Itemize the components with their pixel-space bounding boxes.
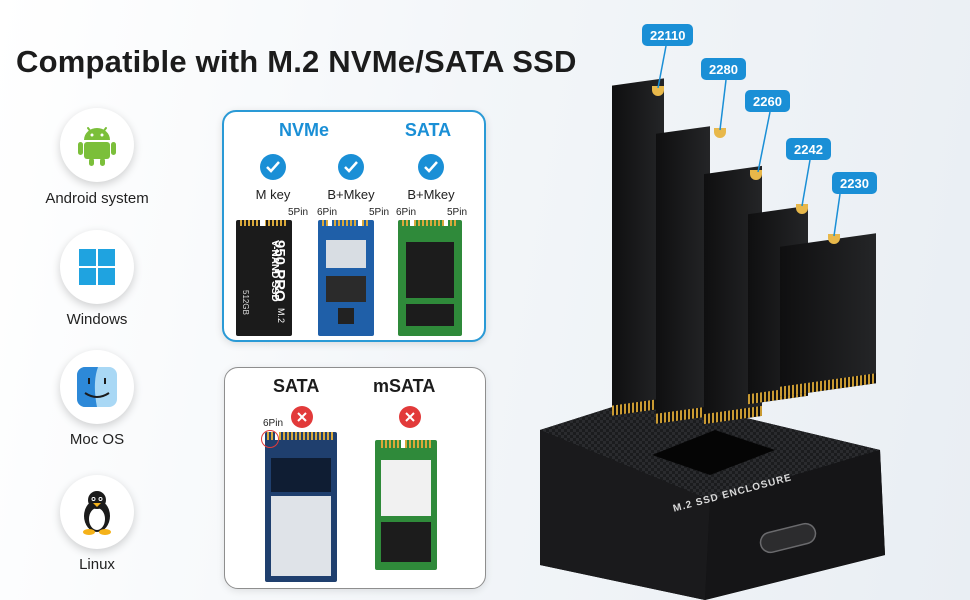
size-badge-2230: 2230 [832, 172, 877, 194]
cross-icon [291, 406, 313, 428]
ssd-model-text: 950 PRO [271, 240, 288, 302]
notch-2260 [750, 170, 762, 180]
size-badge-22110: 22110 [642, 24, 694, 46]
ssd-capacity-text: 512GB [241, 290, 250, 315]
notch-22110 [652, 86, 664, 96]
pin-label: 5Pin [288, 207, 309, 218]
ssd-label-text: V-NAND SSD [269, 240, 280, 302]
sata-title: SATA [404, 120, 452, 140]
nvme-title: NVMe [278, 120, 329, 140]
mac-finder-icon [77, 367, 117, 407]
notch-2230 [828, 234, 840, 244]
notch-2280 [714, 128, 726, 138]
os-label-android: Android system [45, 190, 149, 207]
check-icon [418, 154, 444, 180]
windows-icon [79, 249, 115, 285]
mac-os-badge [60, 350, 134, 424]
size-badge-2242: 2242 [786, 138, 831, 160]
msata-ssd-image [375, 438, 437, 570]
pin-label: 5Pin [447, 207, 468, 218]
enclosure-art [540, 395, 885, 600]
nvme-bmkey-ssd-image [318, 218, 374, 336]
unsupported-sata-title: SATA [273, 376, 320, 396]
size-badge-2260: 2260 [745, 90, 790, 112]
pin-label: 6Pin [317, 207, 338, 218]
linux-tux-icon [83, 491, 111, 535]
size-badge-2280: 2280 [701, 58, 746, 80]
linux-os-badge [60, 475, 134, 549]
unsupported-msata-title: mSATA [373, 376, 436, 396]
supported-ssd-panel: NVMe SATA M key B+Mkey B+Mkey 5Pin 6Pin … [222, 110, 486, 342]
pin-label: 5Pin [369, 207, 390, 218]
notch-2242 [796, 204, 808, 214]
android-os-badge [60, 108, 134, 182]
os-label-windows: Windows [66, 311, 128, 328]
check-icon [338, 154, 364, 180]
windows-os-badge [60, 230, 134, 304]
pin-highlight-circle [261, 430, 279, 448]
pin-label: 6Pin [396, 207, 417, 218]
check-icon [260, 154, 286, 180]
os-label-linux: Linux [79, 556, 115, 573]
size-leader-lines [657, 45, 841, 237]
ssd-enclosure-illustration: M.2 SSD ENCLOSURE [540, 0, 970, 600]
nvme-mkey-ssd-image: V-NAND SSD 950 PRO 512GB M.2 [236, 218, 292, 336]
pin-label: 6Pin [263, 418, 284, 429]
os-label-mac: Moc OS [69, 431, 125, 448]
key-label-mkey: M key [255, 187, 291, 202]
cross-icon [399, 406, 421, 428]
key-label-bmkey-sata: B+Mkey [407, 187, 455, 202]
unsupported-ssd-panel: SATA mSATA 6Pin [224, 367, 486, 589]
android-icon [78, 127, 116, 166]
ssd-form-text: M.2 [276, 308, 286, 324]
page-title: Compatible with M.2 NVMe/SATA SSD [16, 44, 577, 79]
sata-bmkey-ssd-image [398, 218, 462, 336]
key-label-bmkey-nvme: B+Mkey [327, 187, 375, 202]
sata-ssd-image [265, 430, 337, 582]
